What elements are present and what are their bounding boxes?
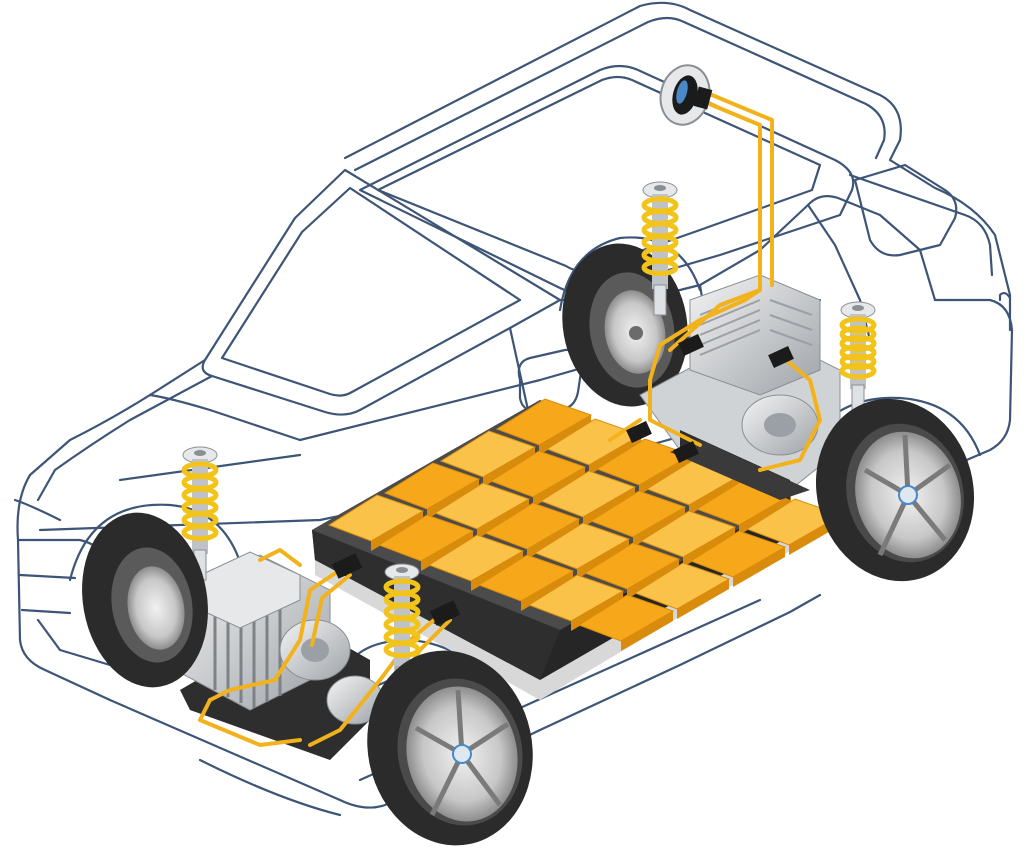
battery-module-side: [421, 531, 473, 571]
battery-module-side: [577, 539, 629, 579]
battery-module-side: [533, 467, 585, 507]
rear-window-outline: [853, 163, 958, 257]
battery-module-side: [371, 511, 423, 551]
connectors: [331, 334, 794, 626]
battery-module-side: [683, 527, 735, 567]
windshield-outline: [201, 168, 562, 416]
battery-module-side: [583, 487, 635, 527]
battery-module-side: [689, 475, 741, 515]
battery-module-side: [521, 571, 573, 611]
charging-port: [659, 64, 713, 126]
side-sill-outline: [108, 593, 822, 809]
battery-module-side: [589, 435, 641, 475]
battery-module-side: [477, 499, 529, 539]
battery-module-side: [677, 579, 729, 619]
roof-outline: [343, 1, 1012, 332]
battery-module-side: [621, 611, 673, 651]
battery-module-side: [733, 547, 785, 587]
suspension-strut: [181, 446, 219, 581]
suspension-strut: [839, 301, 877, 416]
battery-module-side: [633, 507, 685, 547]
front-right-wheel: [367, 650, 533, 846]
battery-module-side: [427, 479, 479, 519]
battery-module-side: [471, 551, 523, 591]
front-left-wheel: [82, 512, 208, 688]
battery-module-side: [571, 591, 623, 631]
rear-right-wheel: [815, 398, 975, 582]
hood-outline: [16, 358, 207, 702]
battery-module-side: [539, 415, 591, 455]
battery-module-side: [483, 447, 535, 487]
battery-module-side: [527, 519, 579, 559]
battery-module-side: [739, 495, 791, 535]
hv-cables: [198, 93, 822, 747]
front-motor-assembly: [174, 551, 384, 760]
rear-left-wheel: [562, 243, 688, 407]
battery-module-side: [639, 455, 691, 495]
suspension-strut: [641, 181, 679, 316]
battery-module-side: [627, 559, 679, 599]
